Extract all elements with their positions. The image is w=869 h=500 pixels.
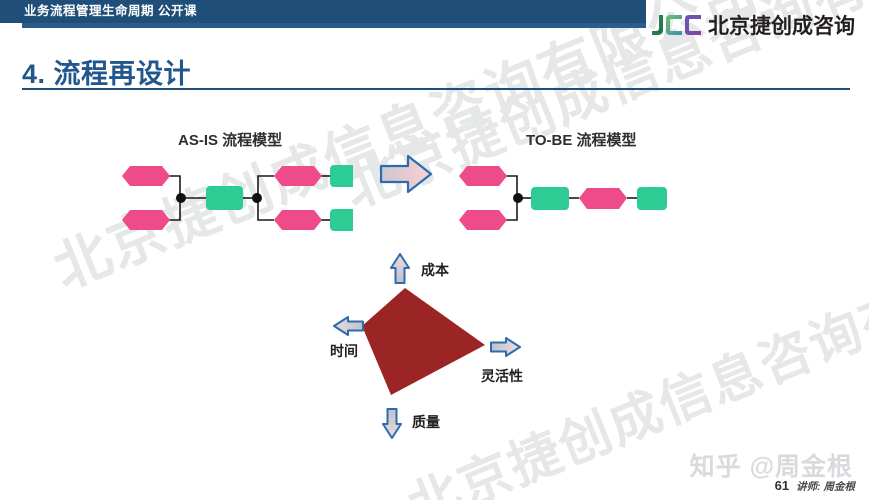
to-be-process-diagram xyxy=(459,166,667,230)
dimension-label-flexibility: 灵活性 xyxy=(481,368,523,384)
arrow-up-icon xyxy=(390,253,410,284)
process-node-pink xyxy=(274,166,322,186)
slide-footer: 61 讲师: 周金根 xyxy=(775,478,855,494)
as-is-model-label: AS-IS 流程模型 xyxy=(178,132,283,149)
brand-logo: 北京捷创成咨询 xyxy=(646,10,855,40)
process-node-green xyxy=(330,165,353,187)
title-divider xyxy=(22,88,850,90)
header-band xyxy=(0,0,646,23)
process-node-green xyxy=(206,186,243,210)
zhihu-watermark: 知乎 @周金根 xyxy=(689,453,853,481)
page-number: 61 xyxy=(774,478,790,493)
process-node-pink xyxy=(122,166,170,186)
arrow-right-icon xyxy=(490,337,521,357)
arrow-down-icon xyxy=(382,408,402,439)
header-band-accent xyxy=(22,23,646,28)
junction-dot xyxy=(513,193,523,203)
tradeoff-quad-shape xyxy=(362,288,485,395)
arrow-left-icon xyxy=(333,316,364,336)
process-node-pink xyxy=(122,210,170,230)
process-node-green xyxy=(330,209,353,231)
as-is-process-diagram xyxy=(122,165,353,231)
to-be-model-label: TO-BE 流程模型 xyxy=(526,132,637,149)
brand-name: 北京捷创成咨询 xyxy=(708,15,855,38)
presenter-name: 讲师: 周金根 xyxy=(796,481,855,493)
process-node-green xyxy=(531,187,569,210)
slide-header: 业务流程管理生命周期 公开课 xyxy=(0,0,869,44)
process-node-pink xyxy=(579,188,627,209)
course-title: 业务流程管理生命周期 公开课 xyxy=(24,4,197,18)
right-arrow-icon xyxy=(379,154,433,194)
dimension-label-time: 时间 xyxy=(330,343,358,359)
dimension-label-cost: 成本 xyxy=(421,262,449,278)
process-node-pink xyxy=(459,210,507,230)
dimension-label-quality: 质量 xyxy=(412,414,440,430)
page-title: 4. 流程再设计 xyxy=(22,59,192,89)
process-node-pink xyxy=(274,210,322,230)
process-node-pink xyxy=(459,166,507,186)
jcc-logo-icon xyxy=(652,15,701,35)
tradeoff-quadrilateral-diagram xyxy=(333,253,521,439)
junction-dot xyxy=(176,193,186,203)
process-node-green xyxy=(637,187,667,210)
junction-dot xyxy=(252,193,262,203)
